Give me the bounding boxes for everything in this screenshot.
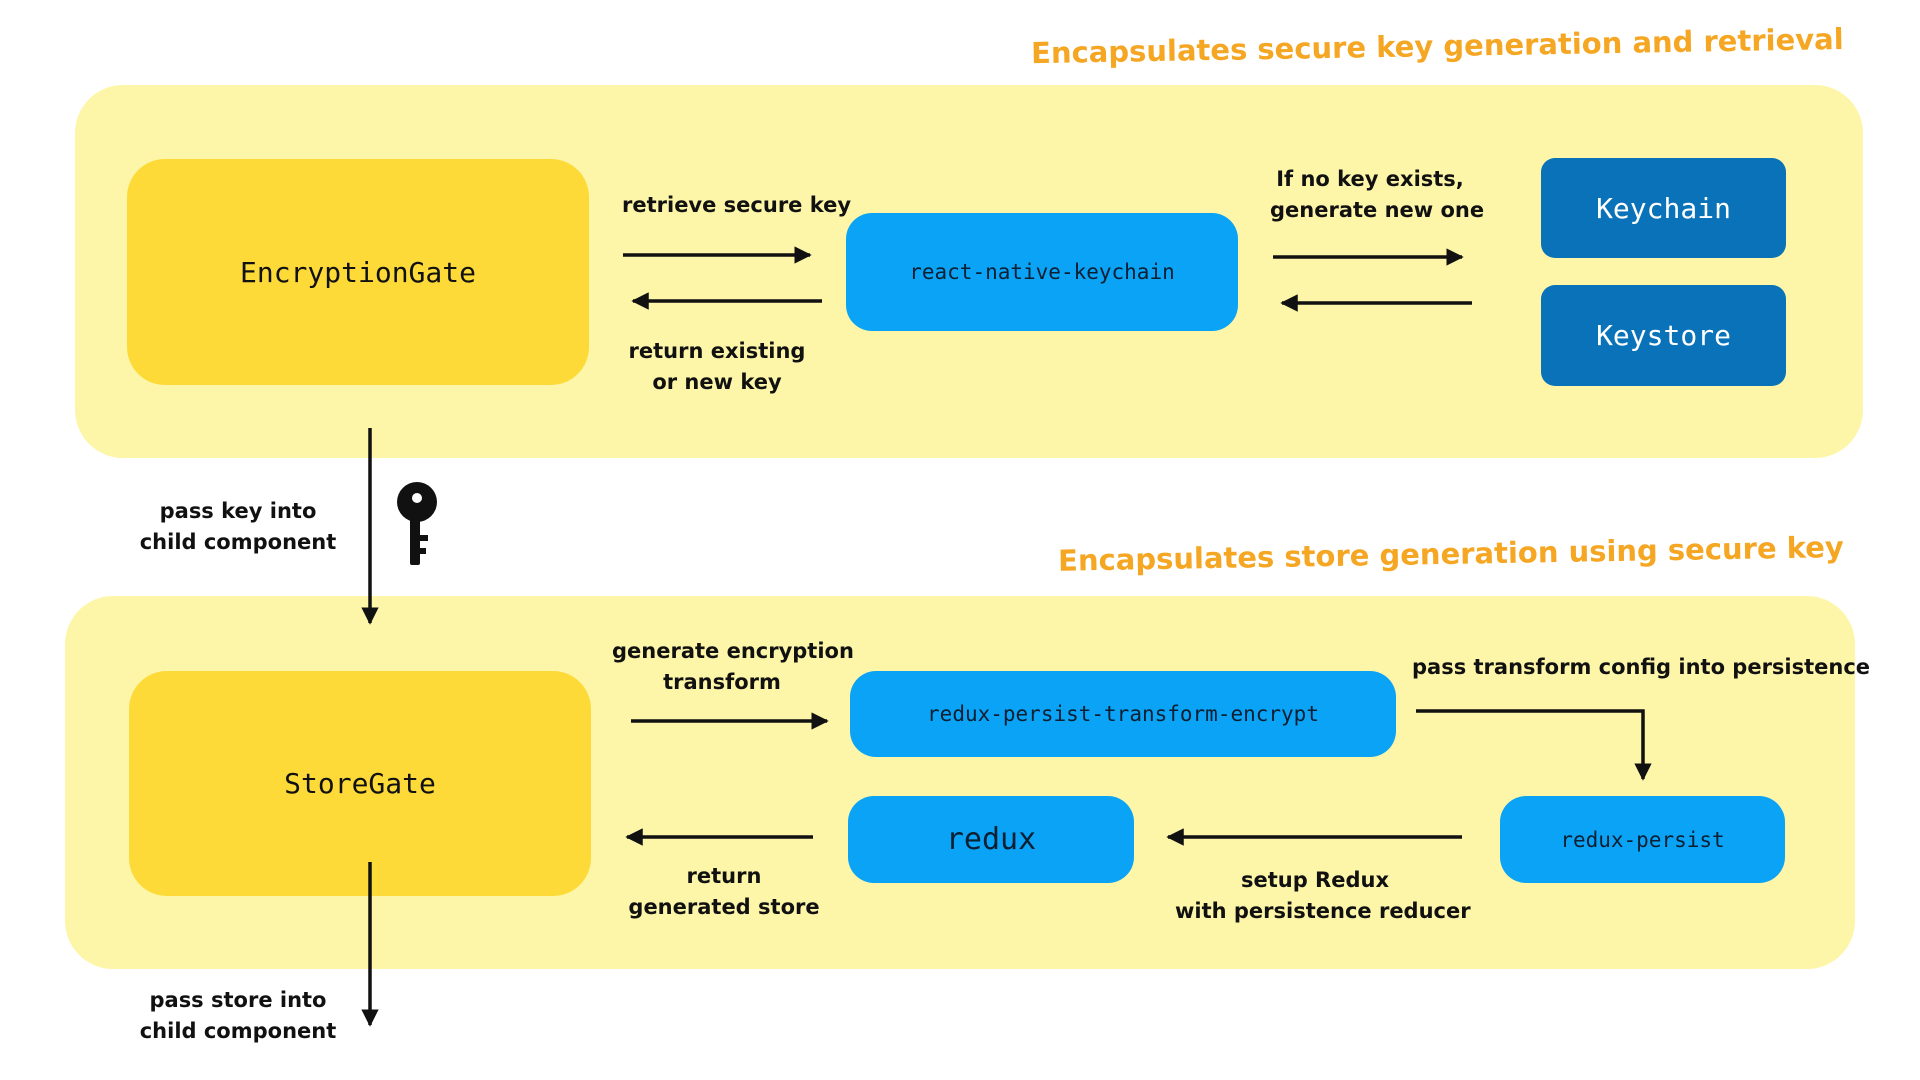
redux-persist-node: redux-persist [1500,796,1785,883]
label-no-key-exists-line-1: If no key exists, [1276,167,1464,191]
label-pass-store: pass store into child component [138,985,338,1047]
keychain-node: Keychain [1541,158,1786,258]
label-return-key-line-2: or new key [652,370,782,394]
label-return-store-line-1: return [686,864,762,888]
label-no-key-exists: If no key exists, generate new one [1270,164,1485,226]
store-gate-node: StoreGate [129,671,591,896]
label-generate-transform-line-2: transform [663,670,781,694]
label-pass-key-line-2: child component [139,530,337,554]
label-retrieve-secure-key: retrieve secure key [622,190,851,221]
label-generate-transform-line-1: generate encryption [612,639,854,663]
key-icon [397,482,437,565]
redux-node: redux [848,796,1134,883]
encryption-gate-node: EncryptionGate [127,159,589,385]
label-pass-transform: pass transform config into persistence [1412,652,1870,683]
label-pass-key-line-1: pass key into [159,499,317,523]
label-setup-redux-line-2: with persistence reducer [1175,899,1471,923]
label-return-store: return generated store [624,861,824,923]
redux-persist-transform-encrypt-node: redux-persist-transform-encrypt [850,671,1396,757]
label-no-key-exists-line-2: generate new one [1270,198,1485,222]
label-setup-redux-line-1: setup Redux [1240,868,1389,892]
arrow-pass-transform [1416,709,1652,781]
label-pass-store-line-1: pass store into [149,988,327,1012]
label-generate-transform: generate encryption transform [612,636,854,698]
label-return-key: return existing or new key [617,336,817,398]
label-retrieve-secure-key-line-1: retrieve secure key [622,193,852,217]
label-pass-key: pass key into child component [138,496,338,558]
label-pass-store-line-2: child component [139,1019,337,1043]
label-pass-transform-line-1: pass transform config into persistence [1412,655,1871,679]
label-setup-redux: setup Redux with persistence reducer [1175,865,1471,927]
label-return-store-line-2: generated store [628,895,820,919]
react-native-keychain-node: react-native-keychain [846,213,1238,331]
keystore-node: Keystore [1541,285,1786,386]
label-return-key-line-1: return existing [628,339,806,363]
